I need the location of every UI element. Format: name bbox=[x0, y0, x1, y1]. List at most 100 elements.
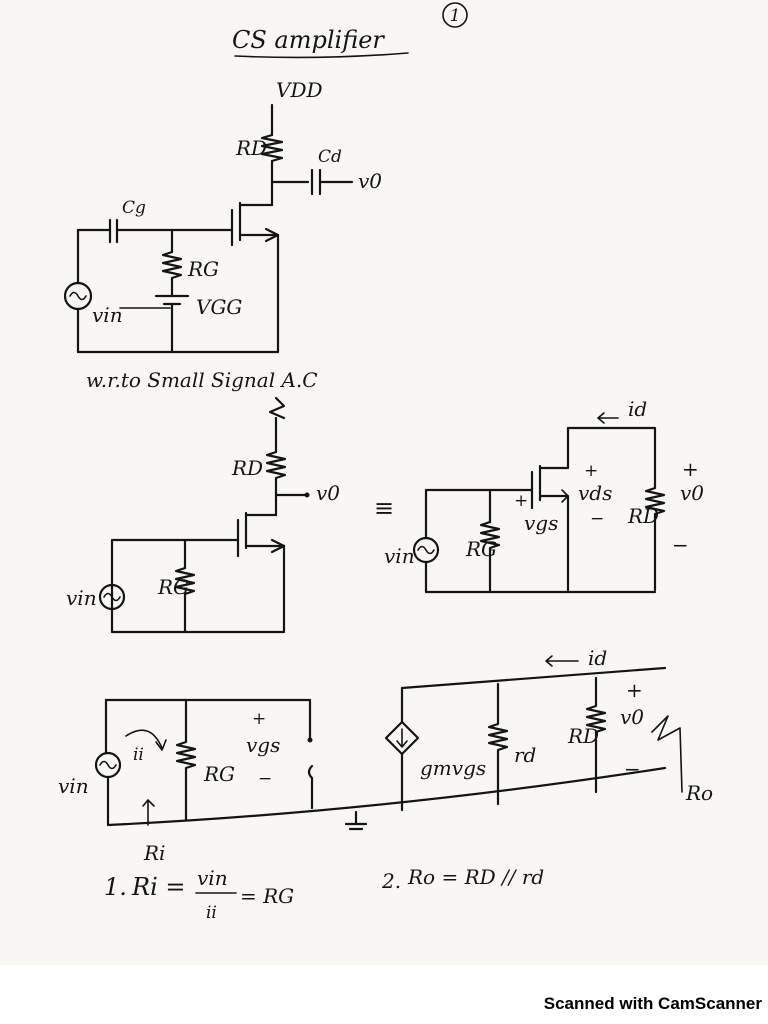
common-ground-wire bbox=[106, 766, 667, 827]
rd-label: RD bbox=[235, 136, 267, 160]
vin-label-ac: vin bbox=[66, 586, 97, 610]
rg-resistor-right bbox=[479, 520, 501, 594]
rg-label-ss: RG bbox=[203, 762, 235, 786]
rd-label-ss: RD bbox=[567, 724, 599, 748]
small-signal-equivalent: vin ii RG + vgs − Ri id gmvgs rd bbox=[58, 646, 713, 865]
vo-label-ss: v0 bbox=[620, 705, 644, 729]
formula-1-rhs: = RG bbox=[240, 884, 294, 908]
rd-label-right: RD bbox=[627, 504, 659, 528]
drain-loop-top bbox=[566, 426, 657, 490]
mosfet-arrow-right bbox=[561, 489, 569, 503]
ii-arrow-head bbox=[155, 739, 167, 751]
ground-return-right bbox=[424, 560, 657, 594]
small-signal-note: w.r.to Small Signal A.C bbox=[86, 368, 318, 392]
vo-plus-ss: + bbox=[626, 678, 643, 702]
vo-node bbox=[304, 492, 310, 498]
vgs-plus-right: + bbox=[514, 491, 528, 511]
page-title: CS amplifier bbox=[232, 26, 385, 54]
id-arrow-ss bbox=[545, 655, 579, 667]
formula-1-index: 1. bbox=[104, 873, 127, 901]
vo-label: v0 bbox=[358, 169, 382, 193]
vdd-label: VDD bbox=[276, 78, 323, 102]
vo-minus-ss: − bbox=[624, 757, 641, 781]
cg-label: Cg bbox=[122, 198, 146, 218]
rg-label-right: RG bbox=[465, 537, 497, 561]
ac-circuit-right: id RD + v0 − + vds − vin RG + vgs bbox=[384, 397, 704, 594]
ri-arrow bbox=[142, 799, 155, 826]
output-top-wire bbox=[400, 666, 667, 690]
cd-label: Cd bbox=[318, 147, 342, 167]
current-arrow-icon bbox=[396, 728, 408, 748]
ac-wave-icon-2 bbox=[103, 592, 121, 602]
ac-loop-wire bbox=[110, 538, 286, 634]
formulas: 1. Ri = vin ii = RG 2. Ro = RD // rd bbox=[104, 865, 544, 923]
vo-plus-right: + bbox=[682, 457, 699, 481]
watermark: Scanned with CamScanner bbox=[543, 994, 762, 1013]
ac-circuit-left: RD v0 RG vin bbox=[66, 396, 340, 634]
rd-resistor bbox=[260, 133, 284, 163]
gate-lead-ss bbox=[307, 764, 314, 810]
ac-wave-icon-3 bbox=[417, 545, 435, 555]
rg-label: RG bbox=[187, 257, 219, 281]
cg-capacitor bbox=[108, 218, 119, 244]
mosfet-symbol-right bbox=[530, 426, 570, 592]
mosfet-symbol-ac bbox=[236, 511, 286, 558]
ro-arrow bbox=[651, 715, 683, 793]
vo-minus-right: − bbox=[672, 533, 689, 557]
rd-resistor-right bbox=[644, 486, 666, 592]
vgg-label: VGG bbox=[196, 295, 242, 319]
formula-2: Ro = RD // rd bbox=[407, 865, 544, 889]
rg-resistor-ac bbox=[174, 566, 196, 634]
vds-minus: − bbox=[590, 509, 604, 529]
cd-capacitor bbox=[310, 168, 322, 196]
id-arrow-top bbox=[597, 412, 619, 424]
ii-label: ii bbox=[133, 745, 144, 765]
rd-small-label: rd bbox=[514, 743, 536, 767]
page-number-circle bbox=[442, 2, 468, 28]
formula-1-lhs: Ri = bbox=[131, 873, 185, 901]
source-return-wire bbox=[76, 233, 280, 354]
gate-node bbox=[307, 737, 313, 743]
equivalent-sign: ≡ bbox=[374, 494, 394, 522]
ac-wave-icon bbox=[69, 291, 87, 301]
ri-label: Ri bbox=[143, 841, 165, 865]
ii-loop-arrow bbox=[125, 729, 163, 749]
vgg-battery-icon bbox=[154, 294, 190, 306]
id-label-top: id bbox=[628, 397, 647, 421]
ro-label: Ro bbox=[685, 781, 713, 805]
vgs-minus-ss: − bbox=[258, 769, 272, 789]
formula-1-denominator: ii bbox=[206, 903, 217, 923]
vgs-plus-ss: + bbox=[252, 709, 266, 729]
page-number: 1 bbox=[450, 6, 461, 26]
ac-ground-top bbox=[268, 396, 286, 454]
vgs-label-right: vgs bbox=[524, 511, 558, 535]
vin-source-icon-ac bbox=[98, 583, 126, 611]
vds-plus: + bbox=[584, 461, 598, 481]
vgs-label-ss: vgs bbox=[246, 733, 280, 757]
rg-label-ac: RG bbox=[157, 575, 189, 599]
vo-label-right: v0 bbox=[680, 481, 704, 505]
mosfet-symbol bbox=[230, 201, 280, 247]
rd-resistor-ac bbox=[265, 450, 287, 480]
input-wire bbox=[76, 228, 112, 285]
vo-label-ac: v0 bbox=[316, 481, 340, 505]
rd-label-ac: RD bbox=[231, 456, 263, 480]
ground-icon bbox=[344, 810, 368, 831]
input-loop-top bbox=[104, 698, 312, 740]
vin-label-right: vin bbox=[384, 544, 415, 568]
rg-resistor bbox=[161, 250, 183, 280]
rd-resistor-ss bbox=[585, 676, 607, 794]
vin-label-ss: vin bbox=[58, 774, 89, 798]
rg-resistor-ss bbox=[175, 698, 197, 822]
gm-vgs-label: gmvgs bbox=[420, 756, 486, 780]
vds-label: vds bbox=[578, 481, 612, 505]
gate-wire-right bbox=[424, 488, 534, 540]
vin-label: vin bbox=[92, 303, 123, 327]
ac-wave-icon-4 bbox=[99, 760, 117, 770]
rd-small-resistor bbox=[487, 682, 509, 806]
title-underline bbox=[234, 52, 409, 59]
id-label-ss: id bbox=[588, 646, 607, 670]
cs-amplifier-circuit: VDD RD Cd v0 Cg vin R bbox=[63, 78, 382, 354]
